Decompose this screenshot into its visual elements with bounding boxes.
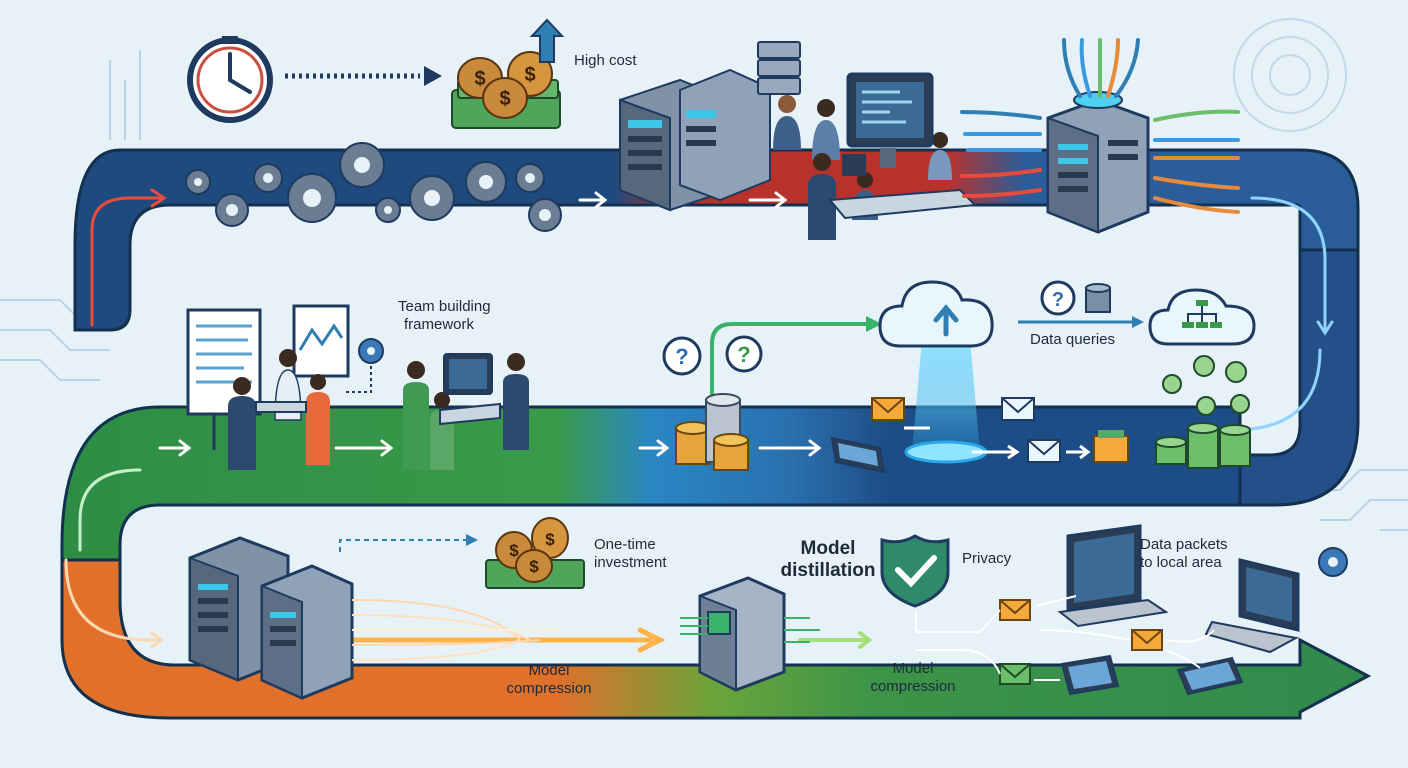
server-icon xyxy=(619,41,801,212)
folder-icon xyxy=(1093,430,1129,463)
chip-icon xyxy=(680,576,820,692)
laptop-icon xyxy=(1057,524,1300,654)
band-arrows xyxy=(64,188,1334,653)
dashed-arrow xyxy=(339,539,466,552)
shield-check-icon xyxy=(880,534,950,608)
money-bags-icon: $ $ $ xyxy=(485,517,585,589)
server-icon xyxy=(1046,91,1150,234)
svg-text:$: $ xyxy=(499,88,510,110)
label-data-queries: Data queries xyxy=(1030,331,1116,348)
top-flow-band xyxy=(73,148,1360,332)
label-data-packets: Data packets to local area xyxy=(1140,536,1228,571)
flow-lines xyxy=(915,595,1215,681)
question-bubble-icon: ? ? xyxy=(662,335,763,376)
data-stream-lines xyxy=(351,599,560,661)
envelope-icon xyxy=(1001,397,1061,463)
monitor-icon xyxy=(439,353,501,426)
label-high-cost: High cost xyxy=(574,52,637,69)
smartphone-icon xyxy=(830,436,886,474)
label-model-distillation: Model distillation xyxy=(780,538,876,581)
gear-icon xyxy=(345,338,384,393)
server-icon xyxy=(188,536,354,700)
clock-icon xyxy=(187,36,273,123)
svg-text:$: $ xyxy=(529,557,539,576)
question-bubble-icon: ? xyxy=(1040,280,1076,316)
gear-icon xyxy=(1318,547,1348,577)
money-bags-icon: $ $ $ xyxy=(451,51,561,129)
svg-text:$: $ xyxy=(509,541,519,560)
monitor-icon xyxy=(827,72,978,220)
person-icon xyxy=(228,349,330,470)
svg-text:?: ? xyxy=(1052,289,1064,311)
envelope-icon xyxy=(999,599,1163,685)
green-arrow xyxy=(710,322,866,396)
data-stream-arrows xyxy=(960,38,1240,214)
up-arrow-icon xyxy=(529,18,565,63)
label-model-compression-2: Model compression xyxy=(870,660,956,695)
svg-text:$: $ xyxy=(545,530,555,549)
label-privacy: Privacy xyxy=(962,550,1012,567)
envelope-icon xyxy=(871,397,905,421)
database-icon xyxy=(1085,283,1111,313)
coin-stack-icon xyxy=(675,393,749,471)
right-connector-band xyxy=(1238,248,1360,507)
svg-text:?: ? xyxy=(737,342,750,367)
bottom-flow-band xyxy=(60,558,1372,720)
label-one-time-investment: One-time investment xyxy=(594,536,667,571)
svg-text:$: $ xyxy=(474,68,485,90)
person-icon xyxy=(403,353,529,470)
light-beam xyxy=(912,340,980,452)
cloud-network-icon xyxy=(1148,288,1256,346)
svg-text:?: ? xyxy=(675,344,688,369)
coin-stack-icon xyxy=(1155,422,1251,469)
smartphone-icon xyxy=(1060,654,1244,696)
cloud-upload-icon xyxy=(878,280,994,348)
gear-centers xyxy=(194,157,551,221)
label-team-building: Team building framework xyxy=(398,298,491,333)
dollar-coin-icon xyxy=(1162,355,1250,416)
svg-text:$: $ xyxy=(524,64,535,86)
label-model-compression-1: Model compression xyxy=(506,662,592,697)
radar-rings xyxy=(1233,18,1347,132)
